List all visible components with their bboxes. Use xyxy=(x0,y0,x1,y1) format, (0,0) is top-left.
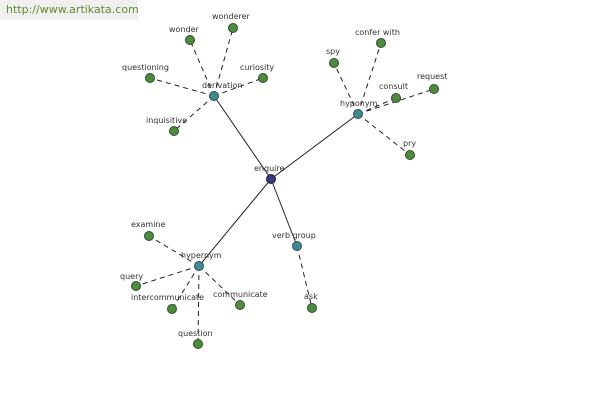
node-curiosity[interactable] xyxy=(258,73,268,83)
watermark: http://www.artikata.com xyxy=(0,0,139,20)
node-verb-group[interactable] xyxy=(292,241,302,251)
node-query[interactable] xyxy=(131,281,141,291)
node-communicate[interactable] xyxy=(235,300,245,310)
edge-derivation-inquisitive xyxy=(173,95,215,132)
edge-hypernym-intercommunicate xyxy=(171,265,200,310)
edge-hypernym-communicate xyxy=(198,265,241,306)
edge-verb-group-ask xyxy=(296,245,313,309)
label-confer-with: confer with xyxy=(355,28,400,37)
edge-hypernym-question xyxy=(197,265,200,345)
label-pry: pry xyxy=(403,139,416,148)
node-confer-with[interactable] xyxy=(376,38,386,48)
label-intercommunicate: intercommunicate xyxy=(131,293,204,302)
edge-hypernym xyxy=(198,178,272,267)
node-question[interactable] xyxy=(193,339,203,349)
node-derivation[interactable] xyxy=(209,91,219,101)
edge-hyponym-pry xyxy=(357,113,411,156)
node-spy[interactable] xyxy=(329,58,339,68)
label-curiosity: curiosity xyxy=(240,63,274,72)
edge-hyponym-consult xyxy=(357,97,397,115)
label-hypernym: hypernym xyxy=(181,251,222,260)
edge-derivation-questioning xyxy=(149,77,215,97)
edge-derivation-wonderer xyxy=(213,27,234,97)
edge-hyponym xyxy=(270,113,359,180)
label-wonder: wonder xyxy=(169,25,200,34)
label-question: question xyxy=(178,329,213,338)
node-request[interactable] xyxy=(429,84,439,94)
label-derivation: derivation xyxy=(202,81,242,90)
node-inquisitive[interactable] xyxy=(169,126,179,136)
watermark-link[interactable]: http://www.artikata.com xyxy=(6,3,139,16)
node-intercommunicate[interactable] xyxy=(167,304,177,314)
label-consult: consult xyxy=(379,82,408,91)
node-hyponym[interactable] xyxy=(353,109,363,119)
label-ask: ask xyxy=(304,292,318,301)
label-enquire: enquire xyxy=(254,164,284,173)
label-spy: spy xyxy=(326,47,340,56)
node-questioning[interactable] xyxy=(145,73,155,83)
node-pry[interactable] xyxy=(405,150,415,160)
edge-hypernym-examine xyxy=(148,235,200,267)
label-communicate: communicate xyxy=(213,290,268,299)
edge-hyponym-spy xyxy=(333,62,359,115)
node-ask[interactable] xyxy=(307,303,317,313)
edge-derivation xyxy=(213,95,272,180)
node-hypernym[interactable] xyxy=(194,261,204,271)
edge-hyponym-confer-with xyxy=(357,42,382,115)
label-hyponym: hyponym xyxy=(340,99,378,108)
node-consult[interactable] xyxy=(391,93,401,103)
edge-derivation-wonder xyxy=(189,39,215,97)
label-inquisitive: inquisitive xyxy=(146,116,187,125)
label-questioning: questioning xyxy=(122,63,169,72)
node-examine[interactable] xyxy=(144,231,154,241)
label-verb-group: verb group xyxy=(272,231,316,240)
edge-hypernym-query xyxy=(135,265,200,287)
node-wonderer[interactable] xyxy=(228,23,238,33)
node-enquire[interactable] xyxy=(266,174,276,184)
label-examine: examine xyxy=(131,220,166,229)
label-wonderer: wonderer xyxy=(212,12,251,21)
node-wonder[interactable] xyxy=(185,35,195,45)
label-request: request xyxy=(417,72,447,81)
label-query: query xyxy=(120,272,143,281)
edge-verb-group xyxy=(270,178,298,247)
